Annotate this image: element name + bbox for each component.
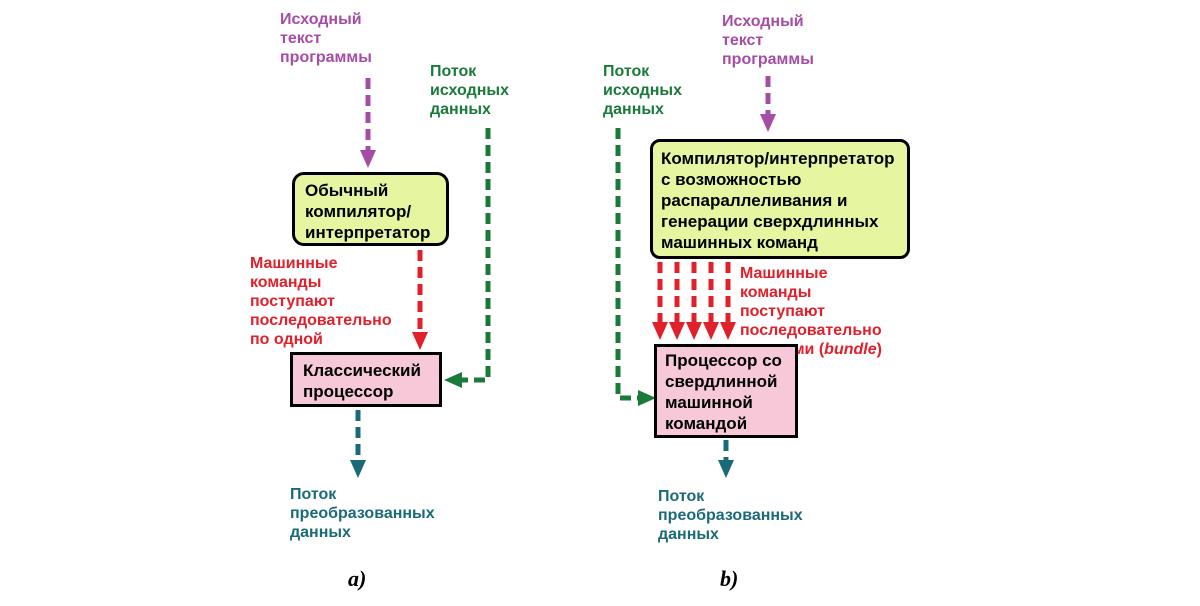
left-source-arrowhead bbox=[360, 150, 376, 168]
right-processor-box: Процессор со свердлинной машинной команд… bbox=[654, 344, 798, 438]
left-machine-label: Машинные команды поступают последователь… bbox=[250, 255, 392, 348]
right-machine-arrow-bundle bbox=[652, 262, 736, 340]
left-source-label: Исходный текст программы bbox=[280, 11, 372, 66]
left-output-label: Поток преобразованных данных bbox=[290, 486, 435, 541]
right-output-label: Поток преобразованных данных bbox=[658, 488, 803, 543]
left-compiler-box: Обычный компилятор/ интерпретатор bbox=[292, 172, 449, 246]
left-machine-arrowhead bbox=[412, 332, 428, 350]
right-compiler-box: Компилятор/интерпретатор с возможностью … bbox=[650, 139, 910, 259]
left-input-arrow-shaft bbox=[462, 128, 491, 383]
left-processor-box: Классический процессор bbox=[290, 352, 442, 407]
right-output-arrowhead bbox=[718, 460, 734, 478]
right-source-arrowhead bbox=[760, 114, 776, 132]
right-source-label: Исходный текст программы bbox=[722, 13, 814, 68]
right-input-label: Поток исходных данных bbox=[603, 63, 682, 118]
right-machine-label-bundle: bundle bbox=[824, 341, 877, 358]
left-output-arrowhead bbox=[350, 460, 366, 478]
right-input-arrow-shaft bbox=[615, 128, 640, 401]
right-input-arrowhead bbox=[638, 390, 656, 406]
left-input-arrowhead bbox=[444, 372, 462, 388]
right-caption: b) bbox=[720, 566, 739, 591]
right-machine-label-end: ) bbox=[876, 341, 882, 358]
left-input-label: Поток исходных данных bbox=[430, 63, 509, 118]
left-caption: a) bbox=[348, 566, 367, 591]
